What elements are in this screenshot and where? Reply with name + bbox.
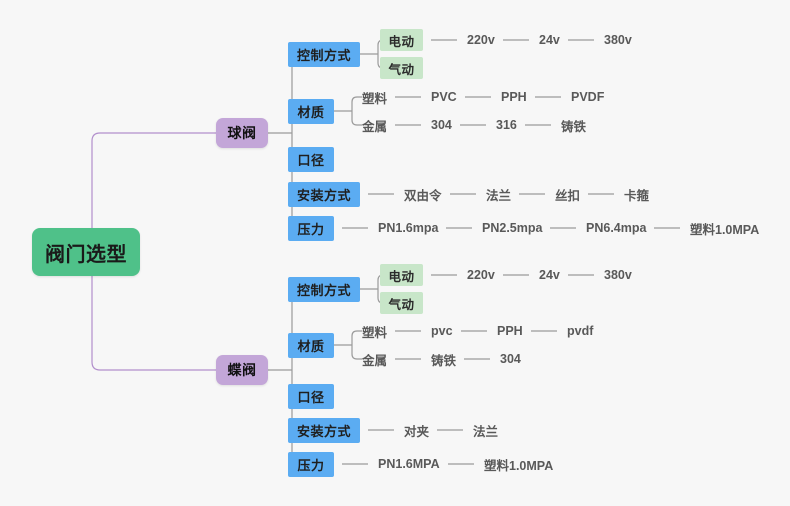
- category-node-2-4[interactable]: 安装方式: [288, 417, 360, 443]
- leaf-1-5-1[interactable]: PN1.6mpa: [378, 221, 439, 235]
- category-node-1-1[interactable]: 控制方式: [288, 41, 360, 67]
- branch-node-2[interactable]: 蝶阀: [216, 355, 268, 385]
- leaf-1-1-1-1[interactable]: 220v: [467, 33, 495, 47]
- leaf-1-4-1[interactable]: 双由令: [404, 188, 442, 203]
- category-node-1-2[interactable]: 材质: [288, 98, 334, 124]
- leaf-1-5-4[interactable]: 塑料1.0MPA: [690, 222, 760, 237]
- option-node-2-1-1[interactable]: 电动: [380, 264, 423, 286]
- category-node-1-4[interactable]: 安装方式: [288, 181, 360, 207]
- category-node-2-1[interactable]: 控制方式: [288, 276, 360, 302]
- leaf-1-4-4[interactable]: 卡箍: [624, 188, 650, 203]
- leaf-2-5-2[interactable]: 塑料1.0MPA: [484, 458, 554, 473]
- category-node-1-3[interactable]: 口径: [288, 146, 334, 172]
- option-text-1-2-2[interactable]: 金属: [362, 119, 388, 134]
- leaf-1-4-2[interactable]: 法兰: [486, 188, 512, 203]
- leaf-1-2-2-3[interactable]: 铸铁: [561, 119, 587, 134]
- leaf-1-4-3[interactable]: 丝扣: [555, 188, 581, 203]
- option-node-1-1-2[interactable]: 气动: [380, 57, 423, 79]
- option-text-1-2-1[interactable]: 塑料: [362, 91, 388, 106]
- leaf-1-5-2[interactable]: PN2.5mpa: [482, 221, 543, 235]
- leaf-2-1-1-1[interactable]: 220v: [467, 268, 495, 282]
- leaf-2-1-1-2[interactable]: 24v: [539, 268, 560, 282]
- leaf-1-1-1-3[interactable]: 380v: [604, 33, 632, 47]
- root-node[interactable]: 阀门选型: [32, 228, 140, 276]
- option-node-2-1-2[interactable]: 气动: [380, 292, 423, 314]
- option-text-2-2-1[interactable]: 塑料: [362, 325, 388, 340]
- leaf-2-2-2-1[interactable]: 铸铁: [431, 353, 457, 368]
- option-text-2-2-2[interactable]: 金属: [362, 353, 388, 368]
- leaf-2-5-1[interactable]: PN1.6MPA: [378, 457, 440, 471]
- category-node-2-5[interactable]: 压力: [288, 451, 334, 477]
- category-node-2-3[interactable]: 口径: [288, 383, 334, 409]
- leaf-1-1-1-2[interactable]: 24v: [539, 33, 560, 47]
- leaf-1-2-1-2[interactable]: PPH: [501, 90, 527, 104]
- category-node-2-2[interactable]: 材质: [288, 332, 334, 358]
- branch-node-1[interactable]: 球阀: [216, 118, 268, 148]
- leaf-1-2-2-1[interactable]: 304: [431, 118, 452, 132]
- leaf-1-5-3[interactable]: PN6.4mpa: [586, 221, 647, 235]
- option-node-1-1-1[interactable]: 电动: [380, 29, 423, 51]
- leaf-2-2-1-2[interactable]: PPH: [497, 324, 523, 338]
- leaf-2-4-1[interactable]: 对夹: [404, 424, 430, 439]
- leaf-1-2-1-3[interactable]: PVDF: [571, 90, 605, 104]
- leaf-2-1-1-3[interactable]: 380v: [604, 268, 632, 282]
- category-node-1-5[interactable]: 压力: [288, 215, 334, 241]
- leaf-1-2-2-2[interactable]: 316: [496, 118, 517, 132]
- leaf-2-2-2-2[interactable]: 304: [500, 352, 521, 366]
- leaf-2-2-1-1[interactable]: pvc: [431, 324, 453, 338]
- leaf-2-4-2[interactable]: 法兰: [473, 424, 499, 439]
- leaf-1-2-1-1[interactable]: PVC: [431, 90, 457, 104]
- leaf-2-2-1-3[interactable]: pvdf: [567, 324, 594, 338]
